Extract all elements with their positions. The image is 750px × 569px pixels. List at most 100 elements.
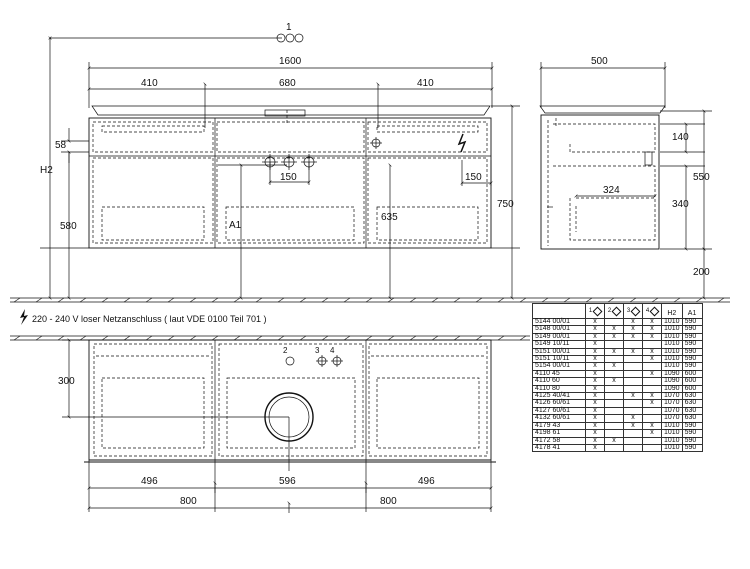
table-cell: x [642, 399, 662, 408]
table-cell: 590 [681, 325, 703, 334]
dim-side-140: 140 [672, 132, 689, 143]
hatch-mark [211, 297, 219, 303]
table-cell [604, 414, 624, 423]
dim-total-width: 1600 [279, 56, 302, 67]
table-cell: x [623, 421, 643, 431]
table-cell: x [642, 325, 662, 334]
side-elevation [539, 62, 712, 300]
hatch-mark [321, 297, 329, 303]
table-cell [623, 355, 643, 364]
hatch-mark [167, 335, 175, 341]
table-cell: 590 [681, 347, 703, 357]
dim-plan-496-right: 496 [418, 476, 435, 487]
hatch-mark [145, 297, 153, 303]
header-a1: A1 [681, 303, 703, 319]
table-cell: x [585, 429, 605, 438]
table-cell: 590 [681, 355, 703, 364]
hatch-mark [409, 335, 417, 341]
table-cell: 590 [681, 436, 703, 445]
hatch-mark [409, 297, 417, 303]
hatch-mark [211, 335, 219, 341]
table-cell [642, 340, 662, 349]
table-cell: x [604, 332, 624, 342]
table-cell: x [642, 421, 662, 431]
table-cell [623, 369, 643, 379]
table-cell: 590 [681, 332, 703, 342]
dim-side-width: 500 [591, 56, 608, 67]
table-cell: x [642, 347, 662, 357]
dim-635: 635 [381, 212, 398, 223]
dim-plan-800-right: 800 [380, 496, 397, 507]
dim-58: 58 [55, 140, 67, 151]
hatch-mark [255, 297, 263, 303]
hatch-mark [167, 297, 175, 303]
table-cell: x [585, 340, 605, 349]
table-cell: 600 [681, 377, 703, 386]
table-cell: x [585, 443, 605, 453]
hatch-mark [189, 335, 197, 341]
table-cell [604, 399, 624, 408]
header-col-4: 4 [642, 303, 662, 319]
table-cell: x [642, 332, 662, 342]
table-cell: x [623, 392, 643, 401]
table-cell: x [623, 347, 643, 357]
table-cell: x [642, 317, 662, 327]
hatch-mark [387, 335, 395, 341]
table-cell: x [642, 355, 662, 364]
hatch-mark [123, 297, 131, 303]
plan-callout-3: 3 [315, 346, 320, 355]
hatch-mark [79, 297, 87, 303]
table-header-row: 1 2 3 4 H2 A1 [532, 303, 703, 319]
hatch-mark [13, 335, 21, 341]
dim-side-324: 324 [603, 185, 620, 196]
dim-left-width: 410 [141, 78, 158, 89]
table-cell: 1010 [661, 443, 683, 453]
wall-hatching [13, 335, 527, 341]
table-cell [604, 421, 624, 431]
table-cell [623, 436, 643, 445]
hatch-mark [277, 335, 285, 341]
hatch-mark [431, 335, 439, 341]
hatch-mark [497, 297, 505, 303]
table-cell [623, 362, 643, 371]
header-col-3: 3 [623, 303, 643, 319]
dim-150-left: 150 [280, 172, 297, 183]
model-code-cell: 4198 61 [532, 429, 586, 438]
dim-plan-496-left: 496 [141, 476, 158, 487]
dim-a1: A1 [229, 220, 242, 231]
table-cell [642, 384, 662, 394]
table-cell: x [604, 436, 624, 445]
callout-1: 1 [286, 22, 292, 33]
table-cell: 590 [681, 429, 703, 438]
hatch-mark [453, 335, 461, 341]
hatch-mark [101, 335, 109, 341]
table-cell: 1010 [661, 340, 683, 349]
hatch-mark [475, 335, 483, 341]
table-cell [604, 392, 624, 401]
hatch-mark [299, 297, 307, 303]
wall-line [10, 335, 530, 341]
table-cell [642, 362, 662, 371]
power-bolt-icon [457, 133, 467, 153]
table-cell: 630 [681, 406, 703, 416]
table-cell: 590 [681, 317, 703, 327]
hatch-mark [365, 297, 373, 303]
table-cell [642, 377, 662, 386]
power-connection-note: 220 - 240 V loser Netzanschluss ( laut V… [32, 314, 267, 324]
table-cell [604, 443, 624, 453]
hatch-mark [57, 335, 65, 341]
header-h2: H2 [661, 303, 683, 319]
front-elevation [40, 33, 520, 300]
table-cell: 590 [681, 362, 703, 371]
header-col-2: 2 [604, 303, 624, 319]
hatch-mark [673, 297, 681, 303]
hatch-mark [365, 335, 373, 341]
hatch-mark [299, 335, 307, 341]
hatch-mark [233, 335, 241, 341]
